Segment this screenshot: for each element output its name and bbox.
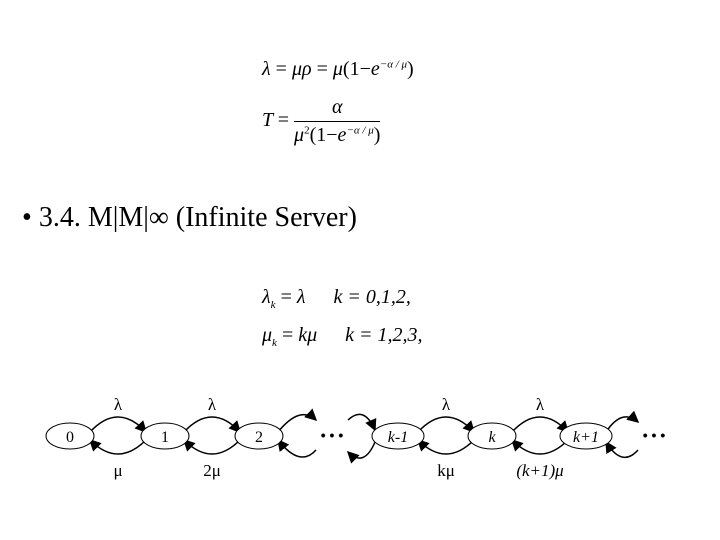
formula1-rhs-exp: −α / μ (379, 58, 408, 71)
rate2-sub: k (272, 337, 277, 349)
rate2-val: kμ (298, 324, 318, 346)
state-label-2: 2 (255, 429, 263, 446)
section-heading: • 3.4. M|M|∞ (Infinite Server) (22, 202, 357, 234)
formula1-rhs-mu: μ (332, 58, 343, 80)
formula2-eq: = (277, 109, 290, 132)
arrival-arc-k-kp1 (511, 416, 570, 434)
arrival-label-2: λ (208, 395, 217, 414)
rates-row-service: μk = kμ k = 1,2,3,⃞ (262, 324, 438, 349)
bullet-marker: • (22, 202, 32, 233)
arrival-label-4: λ (536, 395, 545, 414)
formula1-eq2: = (316, 58, 328, 80)
state-label-kp1: k+1 (573, 429, 599, 446)
rate2-cond: k = 1,2,3,⃞ (345, 324, 439, 346)
formula1-mid: μρ (291, 58, 312, 80)
formula2-den-exp: −α / μ (346, 124, 374, 137)
arrival-label-1: λ (114, 395, 123, 414)
state-node-k (467, 422, 517, 450)
formula-time: T = α μ2(1−e−α / μ) (262, 96, 381, 147)
service-arc-kp1-k (510, 438, 569, 455)
formula1-lhs: λ (262, 58, 271, 80)
arrival-arc-0-1 (89, 416, 148, 434)
formula2-den-mu: μ (294, 124, 305, 146)
state-label-km1: k-1 (388, 429, 408, 446)
formula2-den-e: e (337, 124, 347, 146)
service-label-1: μ (113, 461, 122, 480)
rate1-sub: k (270, 299, 276, 311)
arrival-arc-more-km1 (347, 413, 377, 432)
formula2-den-minus: − (326, 124, 338, 146)
service-label-4: (k+1)μ (516, 461, 563, 480)
formula2-den-pow: 2 (304, 124, 310, 137)
formula1-eq1: = (275, 58, 287, 80)
ellipsis-middle: • • • (321, 427, 344, 443)
formula1-rhs-e: e (370, 58, 380, 80)
state-node-1 (140, 422, 190, 450)
state-node-km1 (371, 422, 425, 450)
service-arc-2-1 (182, 438, 241, 455)
service-arc-more-kp1 (605, 440, 639, 459)
state-node-2 (234, 422, 284, 450)
formula2-lhs: T (262, 109, 273, 132)
rate2-sym: μ (262, 324, 273, 346)
formula1-rhs-open: (1 (342, 58, 360, 80)
state-transition-diagram: 0 1 2 k-1 k k+1 λ λ λ λ μ 2μ kμ (k+1)μ •… (45, 395, 666, 480)
formula2-den-open: (1 (309, 124, 327, 146)
rate1-sym: λ (262, 286, 271, 308)
arrival-arc-2-more (277, 408, 318, 433)
state-label-1: 1 (161, 429, 169, 446)
rate1-cond: k = 0,1,2,⃞ (333, 286, 427, 308)
state-label-0: 0 (66, 429, 74, 446)
bullet-text: 3.4. M|M|∞ (Infinite Server) (38, 202, 357, 233)
formula2-fraction: α μ2(1−e−α / μ) (294, 96, 381, 147)
formula2-denominator: μ2(1−e−α / μ) (294, 122, 380, 147)
arrival-arc-kp1-more (605, 410, 640, 433)
service-arc-km1-more (346, 441, 376, 464)
service-arc-more-2 (277, 438, 317, 458)
arrival-arc-km1-k (417, 416, 476, 434)
ellipsis-end: • • • (643, 427, 666, 443)
rate2-eq: = (281, 324, 294, 346)
service-label-2: 2μ (203, 461, 221, 480)
rate1-eq: = (280, 286, 292, 308)
formula-throughput: λ = μρ = μ(1−e−α / μ) (262, 58, 414, 81)
rates-row-arrival: λk = λ k = 0,1,2,⃞ (262, 286, 426, 311)
service-arc-k-km1 (416, 438, 475, 455)
formula1-rhs-close: ) (407, 58, 414, 80)
state-node-0 (45, 422, 95, 450)
state-label-k: k (488, 429, 496, 446)
arrival-label-3: λ (442, 395, 451, 414)
rate1-val: λ (296, 286, 306, 308)
arrival-arc-1-2 (183, 416, 242, 434)
formula2-numerator: α (294, 96, 381, 122)
formula2-den-close: ) (373, 124, 381, 146)
formula1-rhs-minus: − (359, 58, 371, 80)
service-arc-1-0 (88, 438, 147, 455)
service-label-3: kμ (437, 461, 455, 480)
state-node-kp1 (559, 422, 613, 450)
